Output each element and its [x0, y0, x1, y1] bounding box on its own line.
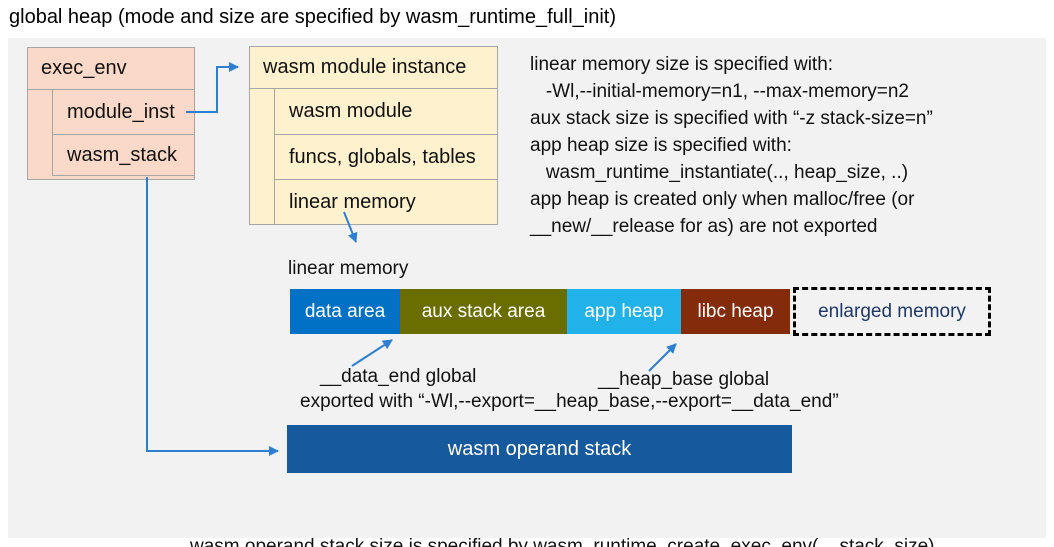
wasm-module-instance-box: wasm module instance wasm module funcs, … — [249, 46, 498, 225]
segment-enlarged-memory: enlarged memory — [793, 287, 991, 336]
note-line: app heap size is specified with: — [530, 135, 792, 156]
operand-stack-caption-line1: wasm operand stack size is specified by … — [190, 536, 935, 547]
exec-env-header: exec_env — [28, 48, 194, 90]
export-note-label: exported with “-Wl,--export=__heap_base,… — [300, 391, 839, 412]
note-line: wasm_runtime_instantiate(.., heap_size, … — [530, 162, 909, 183]
operand-stack-caption: wasm operand stack size is specified by … — [190, 479, 935, 547]
diagram-title: global heap (mode and size are specified… — [9, 6, 616, 28]
exec-env-rows: module_inst wasm_stack — [52, 90, 194, 176]
wasm-operand-stack-bar: wasm operand stack — [287, 425, 792, 473]
segment-libc-heap: libc heap — [681, 289, 790, 334]
segment-data-area: data area — [290, 289, 400, 334]
module-instance-row-linear-memory: linear memory — [275, 180, 497, 225]
linear-memory-label: linear memory — [288, 258, 409, 279]
note-line: __new/__release for as) are not exported — [530, 216, 878, 237]
module-instance-row-funcs-globals-tables: funcs, globals, tables — [275, 135, 497, 180]
memory-size-notes: linear memory size is specified with: -W… — [530, 51, 933, 240]
note-line: linear memory size is specified with: — [530, 54, 834, 75]
note-line: aux stack size is specified with “-z sta… — [530, 108, 933, 129]
segment-aux-stack-area: aux stack area — [400, 289, 567, 334]
note-line: app heap is created only when malloc/fre… — [530, 189, 915, 210]
module-instance-row-wasm-module: wasm module — [275, 89, 497, 135]
data-end-global-label: __data_end global — [320, 366, 477, 387]
heap-base-global-label: __heap_base global — [598, 369, 770, 390]
segment-app-heap: app heap — [567, 289, 681, 334]
exec-env-box: exec_env module_inst wasm_stack — [27, 47, 195, 180]
wasm-module-instance-rows: wasm module funcs, globals, tables linea… — [274, 89, 497, 225]
note-line: -Wl,--initial-memory=n1, --max-memory=n2 — [530, 81, 909, 102]
exec-env-row-module-inst: module_inst — [53, 90, 194, 135]
wasm-module-instance-header: wasm module instance — [250, 47, 497, 89]
linear-memory-bar: data area aux stack area app heap libc h… — [290, 289, 790, 334]
exec-env-row-wasm-stack: wasm_stack — [53, 135, 194, 176]
